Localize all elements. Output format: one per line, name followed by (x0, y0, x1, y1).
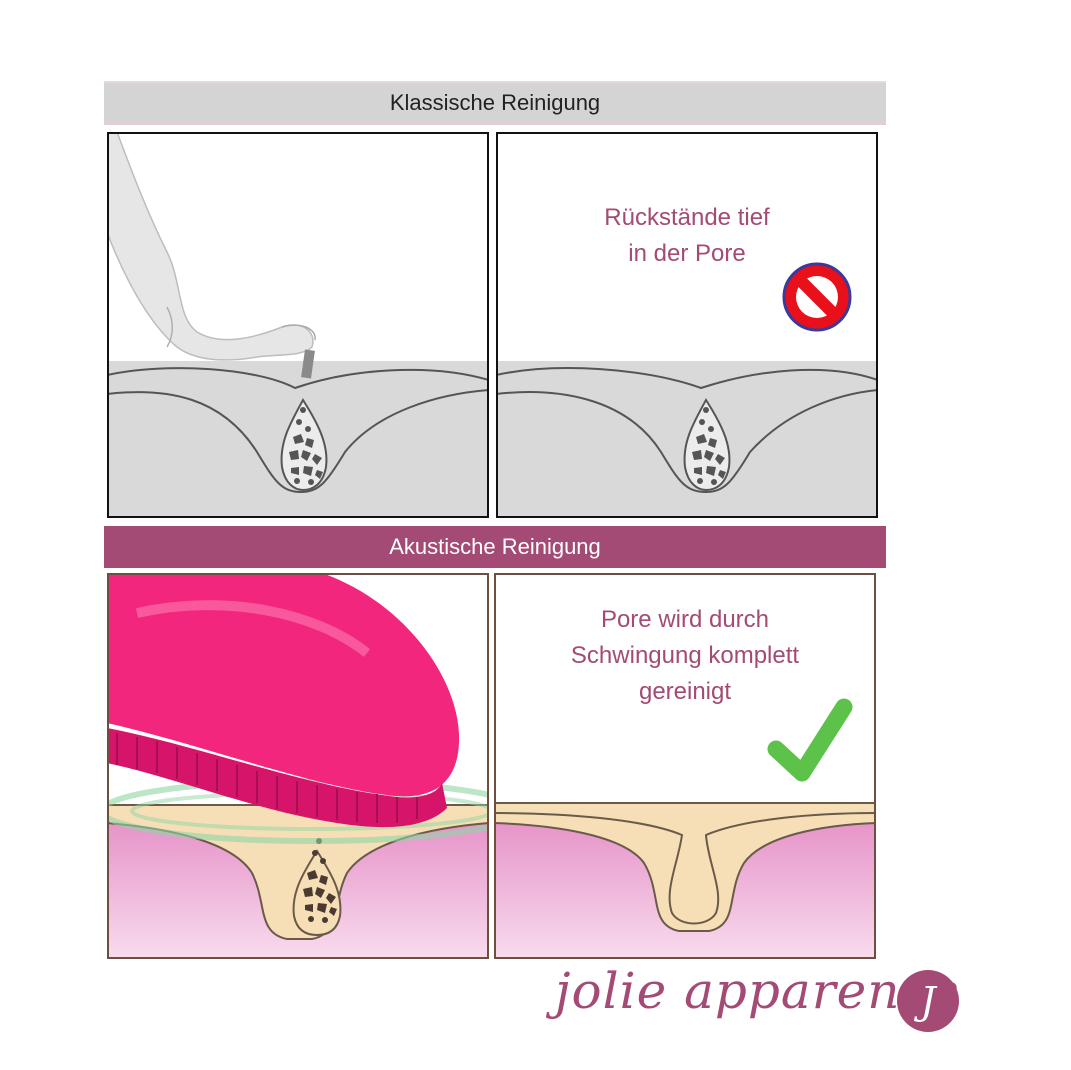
acoustic-result-caption: Pore wird durch Schwingung komplett gere… (570, 606, 800, 705)
clean-pore (494, 812, 876, 925)
brand-logo: jolie apparence J (555, 960, 975, 1040)
pore (683, 398, 731, 492)
cleansing-brush-illustration (107, 573, 460, 828)
acoustic-cleaning-banner: Akustische Reinigung (104, 526, 886, 568)
classic-after-illustration (496, 132, 878, 518)
dirt-stick (301, 349, 315, 379)
checkmark-icon (767, 698, 853, 782)
pore (280, 398, 328, 492)
brand-name: jolie apparence (555, 962, 960, 1020)
residue-particles (303, 838, 337, 923)
acoustic-after-illustration (494, 573, 876, 959)
finger-illustration (107, 132, 316, 361)
classic-after-panel: Rückstände tief in der Pore (496, 132, 878, 518)
classic-cleaning-banner: Klassische Reinigung (104, 81, 886, 125)
epidermis (494, 802, 876, 932)
acoustic-cleaning-title: Akustische Reinigung (389, 534, 601, 559)
classic-result-caption: Rückstände tief in der Pore (604, 204, 770, 267)
brand-monogram-badge: J (897, 970, 959, 1032)
residue-particles (692, 407, 726, 485)
classic-before-panel (107, 132, 489, 518)
acoustic-before-illustration (107, 573, 489, 959)
prohibited-icon (782, 262, 852, 332)
classic-before-illustration (107, 132, 489, 518)
acoustic-after-panel: Pore wird durch Schwingung komplett gere… (494, 573, 876, 959)
residue-particles (289, 407, 323, 485)
classic-cleaning-title: Klassische Reinigung (389, 89, 601, 115)
acoustic-before-panel (107, 573, 489, 959)
